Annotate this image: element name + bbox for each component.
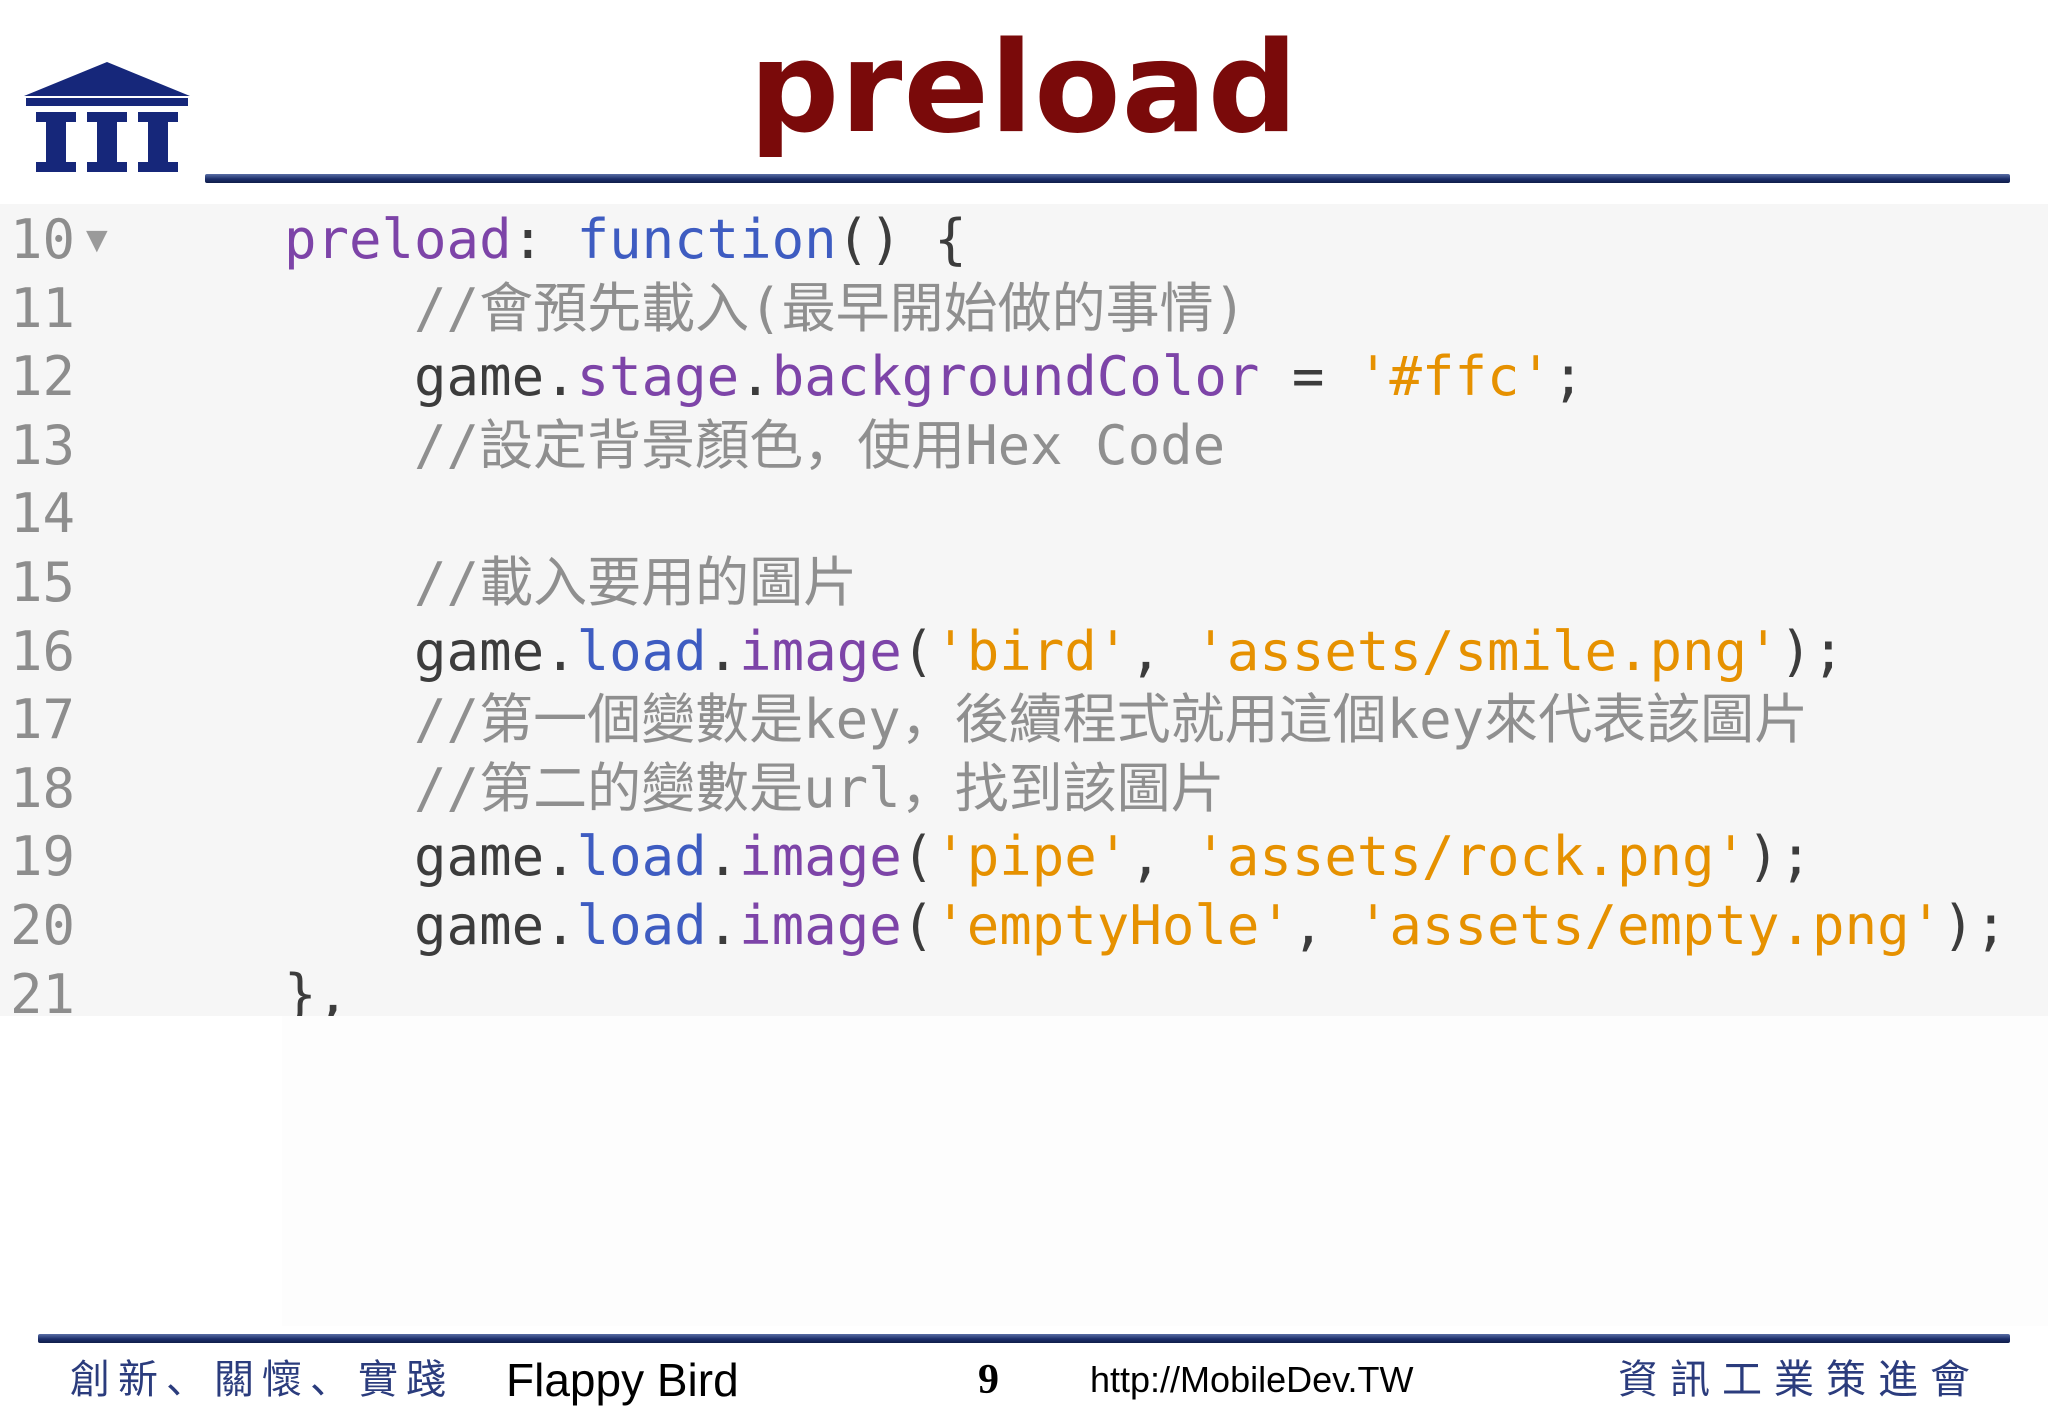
code-token: ); — [1779, 619, 1845, 683]
code-token: ; — [1551, 345, 1585, 409]
code-block-background — [0, 1016, 2048, 1326]
code-token: ); — [1942, 894, 2008, 957]
code-line: 18 //第二的變數是url，找到該圖片 — [0, 755, 2048, 824]
code-token: game. — [284, 825, 577, 889]
line-number: 12 — [10, 345, 76, 409]
code-token: game. — [284, 619, 577, 683]
line-number: 17 — [10, 688, 76, 752]
code-token: //第二的變數是url，找到該圖片 — [284, 756, 1225, 820]
code-token: . — [706, 619, 740, 683]
code-text: //第二的變數是url，找到該圖片 — [284, 755, 1225, 824]
line-number: 14 — [10, 482, 76, 546]
footer-organization: 資訊工業策進會 — [1618, 1357, 1982, 1403]
footer-rule — [38, 1334, 2010, 1343]
code-token: , — [1129, 619, 1195, 683]
code-token: //第一個變數是key，後續程式就用這個key來代表該圖片 — [284, 688, 1809, 752]
code-token: ); — [1747, 825, 1813, 889]
code-text: }, — [284, 961, 349, 1016]
code-line: 19 game.load.image('pipe', 'assets/rock.… — [0, 823, 2048, 892]
fold-arrow-icon[interactable]: ▼ — [86, 219, 108, 260]
code-token: preload — [284, 208, 512, 271]
footer-slogan: 創新、關懷、實踐 — [70, 1357, 454, 1403]
code-token: game. — [284, 345, 577, 409]
code-line: 13 //設定背景顏色，使用Hex Code — [0, 412, 2048, 481]
code-line: 16 game.load.image('bird', 'assets/smile… — [0, 618, 2048, 687]
code-token: . — [706, 825, 740, 889]
line-number: 13 — [10, 413, 76, 477]
code-token: ( — [901, 894, 935, 957]
footer-url[interactable]: http://MobileDev.TW — [1090, 1359, 1414, 1400]
code-token: () { — [836, 208, 967, 271]
code-line: 11 //會預先載入(最早開始做的事情) — [0, 275, 2048, 344]
code-line: 17 //第一個變數是key，後續程式就用這個key來代表該圖片 — [0, 686, 2048, 755]
code-text: game.load.image('bird', 'assets/smile.pn… — [284, 618, 1845, 687]
code-text: game.load.image('emptyHole', 'assets/emp… — [284, 892, 2007, 961]
code-text: game.load.image('pipe', 'assets/rock.png… — [284, 823, 1812, 892]
line-number: 19 — [10, 825, 76, 889]
code-text: //設定背景顏色，使用Hex Code — [284, 412, 1225, 481]
line-number: 16 — [10, 619, 76, 683]
line-number: 15 — [10, 551, 76, 614]
line-number: 10 — [10, 208, 76, 271]
code-token: //設定背景顏色，使用Hex Code — [284, 413, 1226, 477]
page-number: 9 — [978, 1357, 999, 1403]
code-token: load — [576, 825, 707, 889]
code-text: preload: function() { — [284, 206, 967, 275]
code-token: ( — [901, 825, 935, 889]
code-token: 'bird' — [934, 619, 1130, 683]
code-token: image — [739, 825, 902, 889]
code-token: game. — [284, 894, 577, 957]
code-line: 15 //載入要用的圖片 — [0, 549, 2048, 618]
code-token: backgroundColor — [771, 345, 1260, 409]
slide-title: preload — [749, 14, 1299, 161]
code-line: 21}, — [0, 961, 2048, 1016]
code-token: : — [511, 208, 577, 271]
code-token: image — [739, 894, 902, 957]
code-token: . — [739, 345, 772, 409]
code-token: 'assets/empty.png' — [1356, 894, 1943, 957]
code-token: , — [1129, 825, 1195, 889]
code-line: 12 game.stage.backgroundColor = '#ffc'; — [0, 343, 2048, 412]
line-number: 11 — [10, 276, 76, 340]
code-text: //第一個變數是key，後續程式就用這個key來代表該圖片 — [284, 686, 1808, 755]
line-number: 21 — [10, 962, 76, 1016]
code-token: //會預先載入(最早開始做的事情) — [284, 276, 1247, 340]
code-token: , — [1291, 894, 1357, 957]
code-token: load — [576, 619, 707, 683]
title-underline — [205, 174, 2010, 183]
code-token: }, — [284, 962, 350, 1016]
code-token: image — [739, 619, 902, 683]
code-token: ( — [901, 619, 935, 683]
code-token: function — [576, 208, 837, 271]
code-token: '#ffc' — [1356, 345, 1552, 409]
code-line: 20 game.load.image('emptyHole', 'assets/… — [0, 892, 2048, 961]
code-token: 'assets/smile.png' — [1194, 619, 1780, 683]
code-line: 10▼ preload: function() { — [0, 206, 2048, 275]
line-number: 20 — [10, 894, 76, 957]
footer-topic: Flappy Bird — [506, 1354, 739, 1406]
code-line: 14 — [0, 480, 2048, 549]
code-block: 10▼preload: function() {11 //會預先載入(最早開始做… — [0, 204, 2048, 1016]
code-token: //載入要用的圖片 — [284, 551, 858, 614]
line-number: 18 — [10, 756, 76, 820]
code-token: stage — [576, 345, 740, 409]
code-token: 'emptyHole' — [934, 894, 1292, 957]
code-text: //會預先載入(最早開始做的事情) — [284, 275, 1246, 344]
code-token: load — [576, 894, 707, 957]
code-text: game.stage.backgroundColor = '#ffc'; — [284, 343, 1585, 412]
code-token: 'pipe' — [934, 825, 1130, 889]
code-token: 'assets/rock.png' — [1194, 825, 1748, 889]
code-text: //載入要用的圖片 — [284, 549, 857, 618]
code-token: = — [1259, 345, 1357, 409]
code-token: . — [706, 894, 740, 957]
institute-pillars-logo-icon — [24, 62, 190, 172]
